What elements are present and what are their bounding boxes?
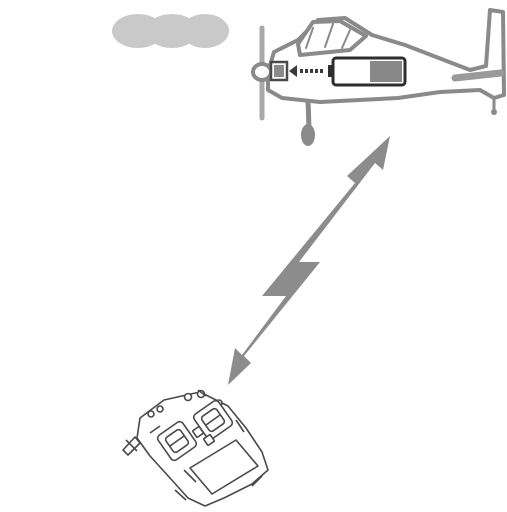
battery-icon — [328, 58, 405, 85]
cloud-icon — [112, 14, 229, 48]
radio-transmitter-icon — [123, 390, 268, 506]
lightning-signal-icon — [228, 136, 390, 385]
receiver-module-icon — [271, 62, 287, 80]
